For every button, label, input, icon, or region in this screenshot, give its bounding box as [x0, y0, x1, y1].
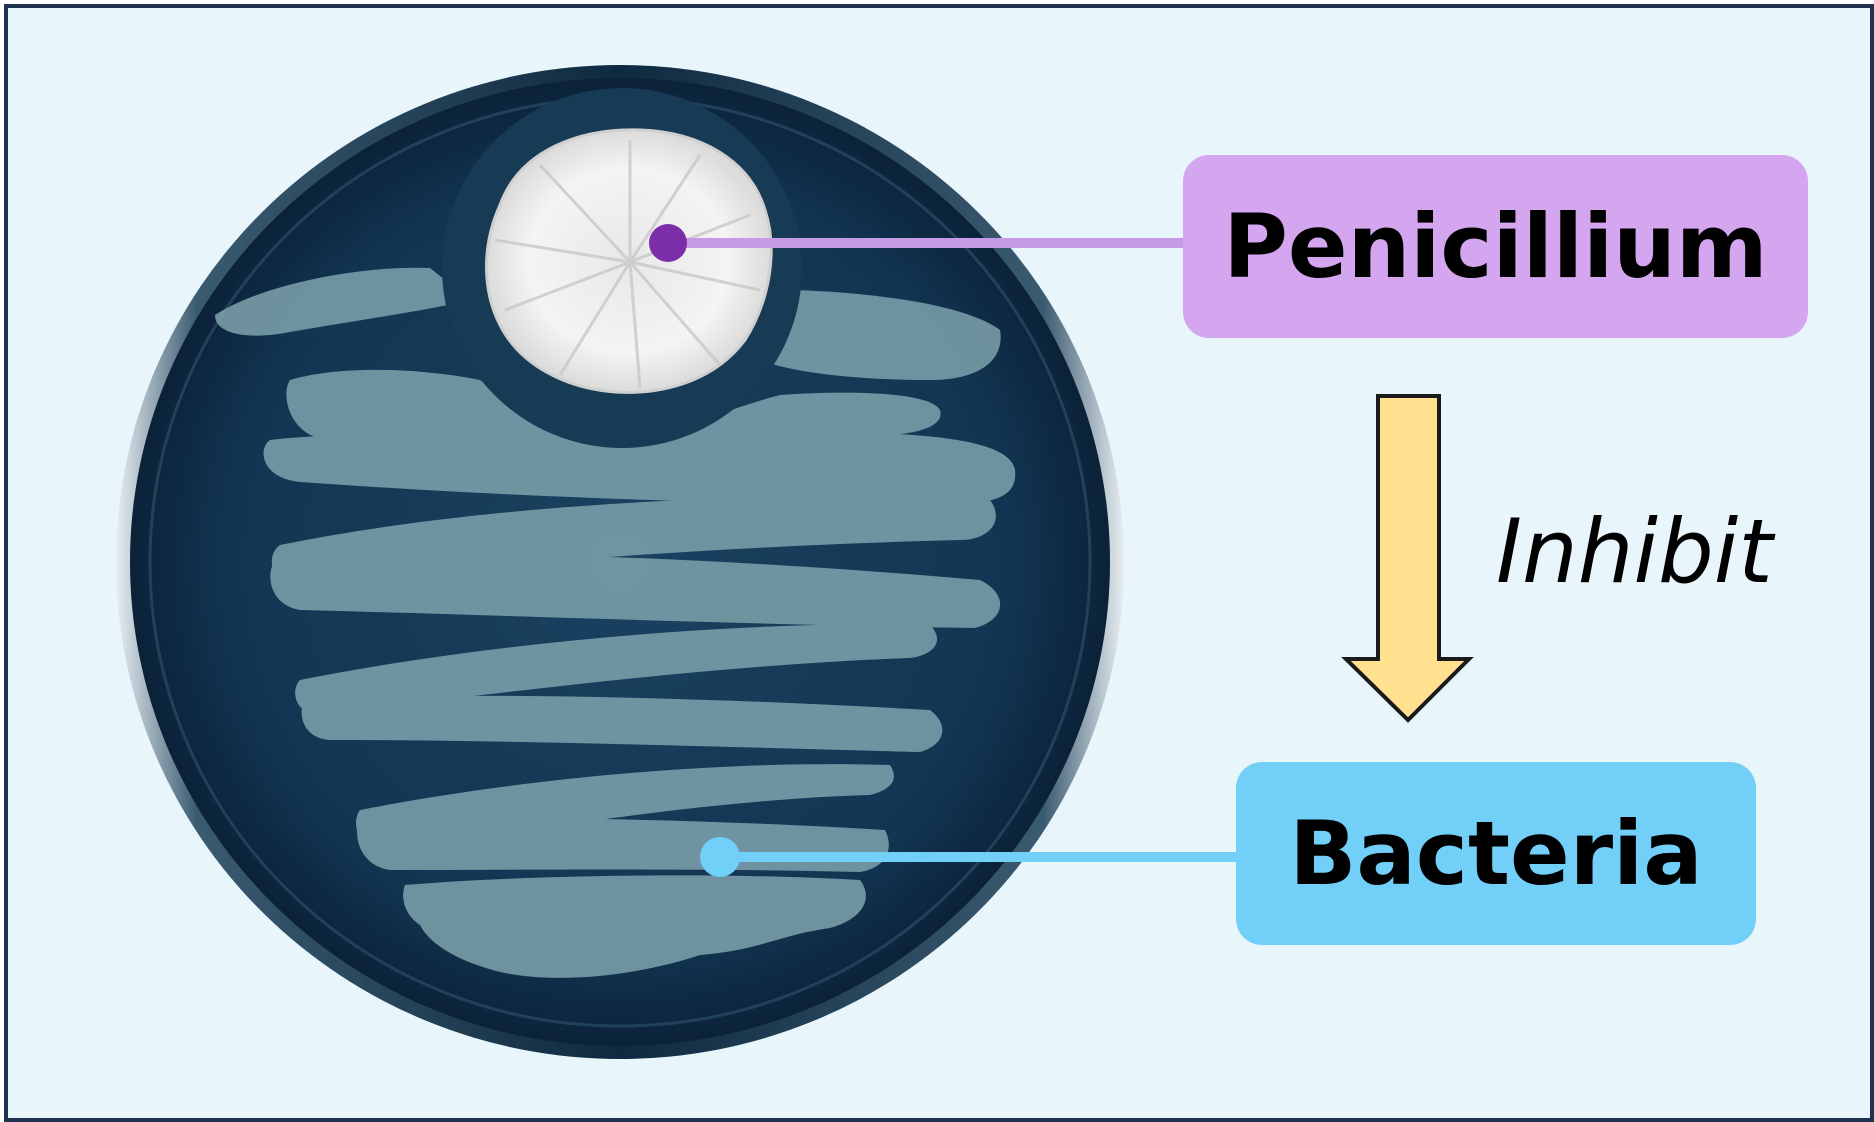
bacteria-label-box: Bacteria — [1236, 762, 1756, 945]
down-arrow — [1341, 394, 1474, 723]
penicillium-label-box: Penicillium — [1183, 155, 1808, 338]
penicillium-colony — [485, 128, 773, 394]
bacteria-connector — [700, 837, 1238, 877]
penicillium-label: Penicillium — [1223, 195, 1768, 298]
penicillium-dot — [649, 224, 687, 262]
inhibit-label: Inhibit — [1496, 500, 1773, 603]
bacteria-dot — [700, 837, 740, 877]
bacteria-label: Bacteria — [1289, 802, 1703, 905]
petri-dish-photo — [116, 65, 1124, 1059]
penicillium-connector — [649, 224, 1185, 262]
